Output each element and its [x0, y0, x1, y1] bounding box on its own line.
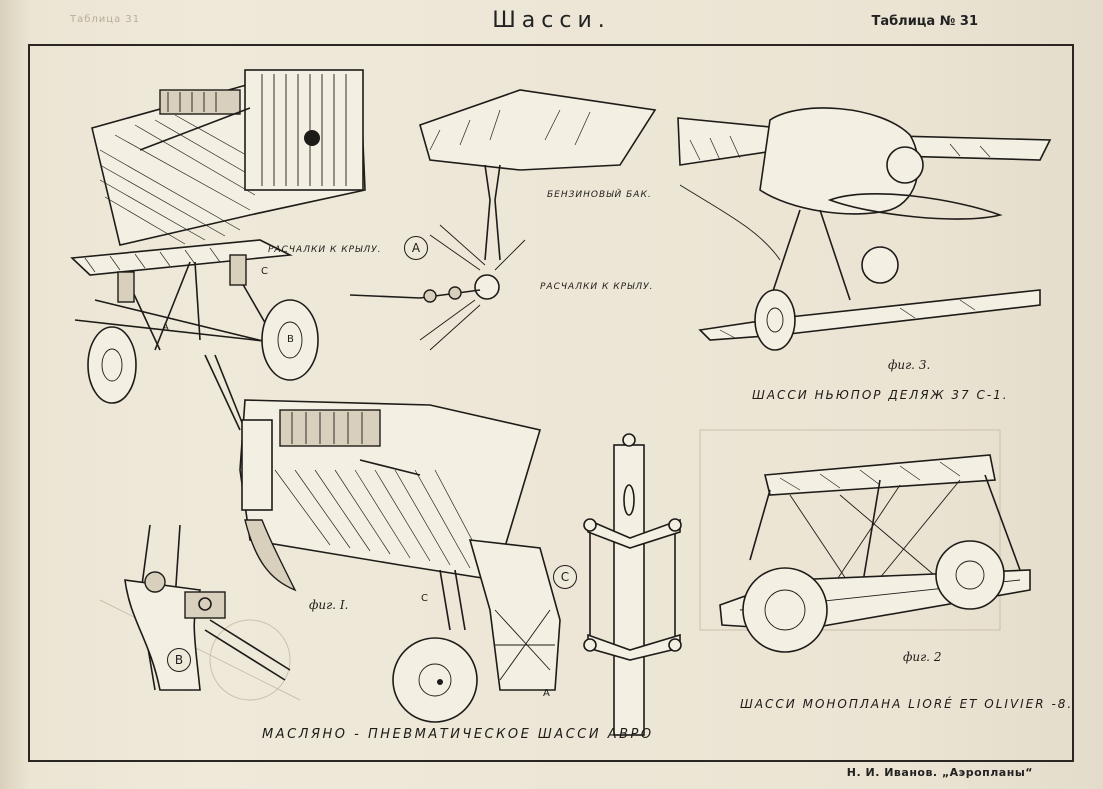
detail-marker-a: A	[404, 236, 428, 260]
fuselage-hatching	[99, 114, 256, 245]
part-letter-c: C	[261, 266, 268, 277]
illustration-frame	[28, 44, 1074, 762]
page-title: Шасси.	[492, 8, 611, 33]
figure-label-3: фиг. 3.	[888, 358, 931, 372]
nieuport-drawing	[677, 107, 1052, 351]
detail-c-drawing	[583, 433, 682, 736]
part-letter-c-lower: C	[421, 593, 428, 604]
footer-credit: Н. И. Иванов. „Аэропланы“	[846, 766, 1033, 779]
figure-label-2: фиг. 2	[903, 650, 942, 664]
plate-number: Таблица № 31	[871, 14, 978, 29]
bleed-through-ghosts	[99, 429, 1001, 701]
detail-marker-c: C	[553, 565, 577, 589]
caption-liore: ШАССИ МОНОПЛАНА LIORÉ ET OLIVIER -8.	[740, 697, 1074, 711]
detail-marker-b: B	[167, 648, 191, 672]
header-ghost-text: Таблица 31	[70, 14, 141, 25]
callout-struts-to-wing-2: РАСЧАЛКИ К КРЫЛУ.	[540, 282, 654, 292]
avro-lower-drawing	[239, 399, 561, 723]
caption-avro: МАСЛЯНО - ПНЕВМАТИЧЕСКОЕ ШАССИ АВРО	[262, 727, 654, 742]
caption-nieuport: ШАССИ НЬЮПОР ДЕЛЯЖ 37 С-1.	[752, 388, 1009, 402]
part-letter-b: B	[287, 334, 294, 345]
radiator-fins	[261, 74, 347, 186]
callout-fuel-tank: БЕНЗИНОВЫЙ БАК.	[547, 190, 652, 200]
part-letter-a: A	[162, 322, 169, 333]
figure-label-1: фиг. I.	[309, 598, 349, 612]
liore-drawing	[719, 454, 1031, 653]
detail-a-drawing	[349, 89, 657, 351]
part-letter-a-lower: A	[543, 688, 550, 699]
avro-upper-drawing	[70, 69, 366, 431]
callout-struts-to-wing-1: РАСЧАЛКИ К КРЫЛУ.	[268, 245, 382, 255]
